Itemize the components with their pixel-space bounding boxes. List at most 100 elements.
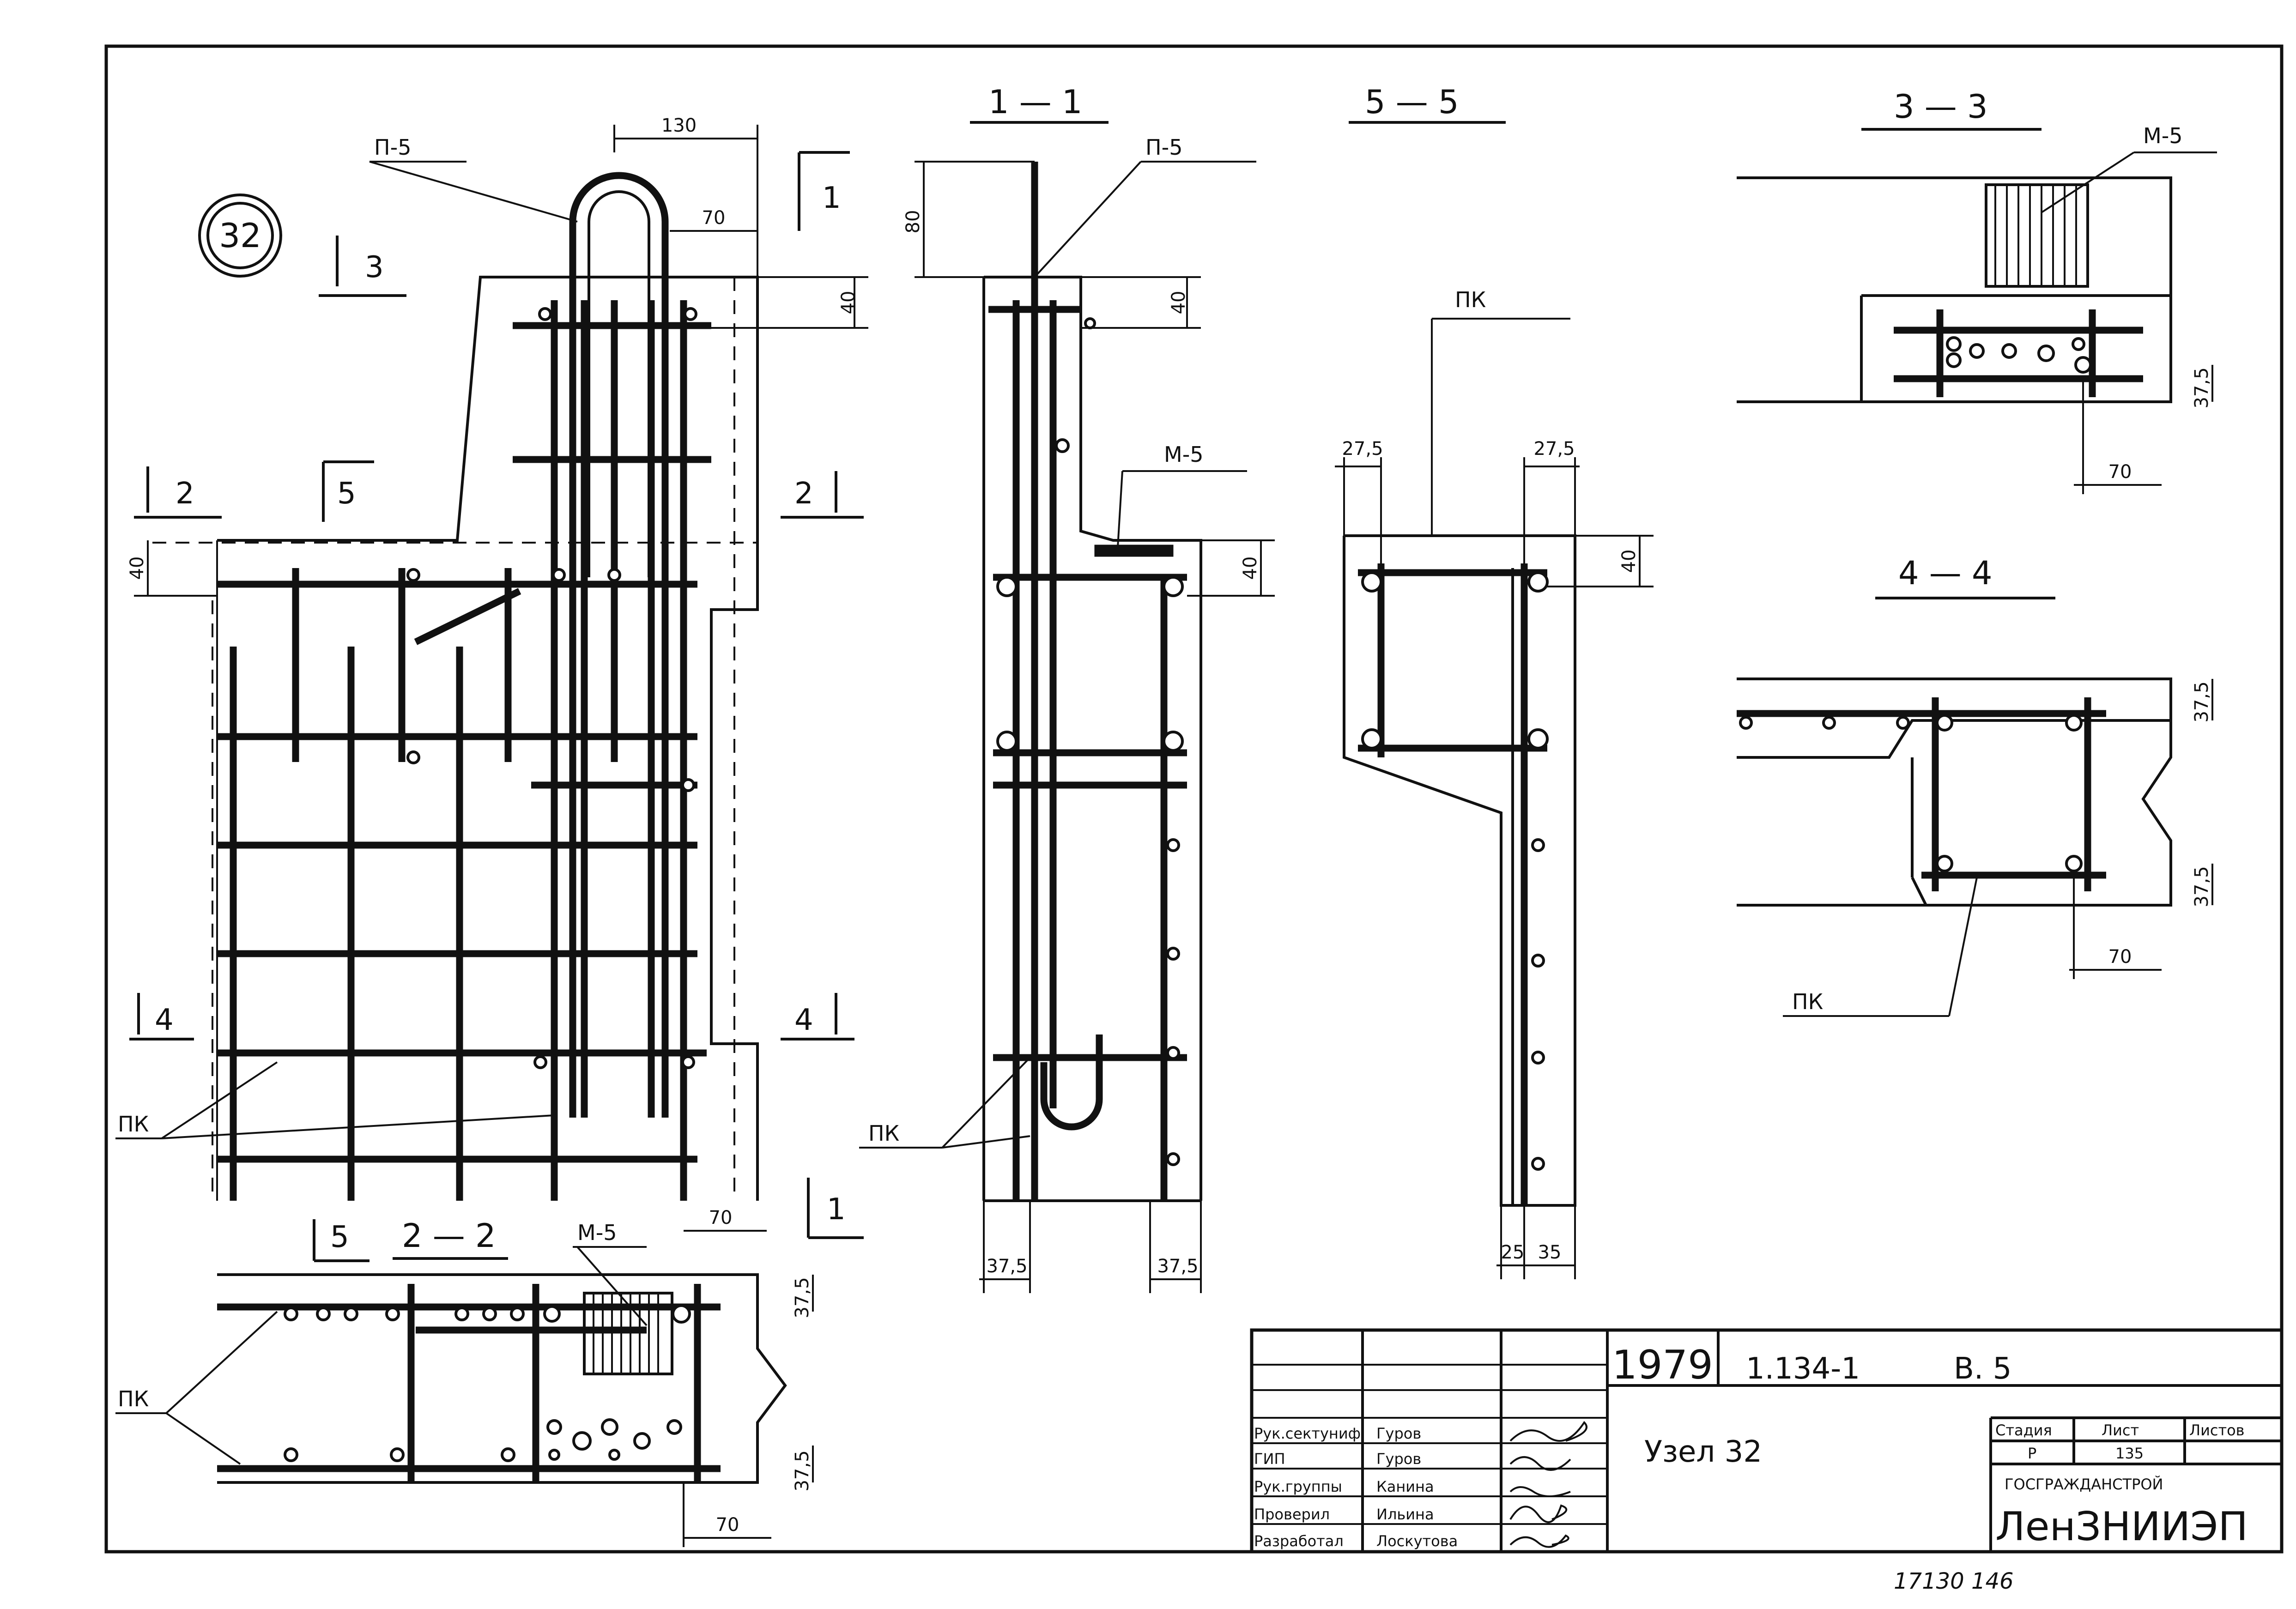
dim-37-5: 37,5 [2191, 681, 2212, 722]
leader-pk [161, 1114, 555, 1139]
s22-outline [217, 1273, 787, 1484]
rebar-dot [666, 1419, 682, 1435]
tb-role: Рук.группы [1254, 1478, 1342, 1495]
rebar-dot [552, 568, 566, 582]
m5-plate [583, 1292, 673, 1375]
rebar-dot [1896, 716, 1910, 730]
rebar-dot [681, 778, 695, 792]
diag-bar [414, 588, 521, 645]
rebar-dot [1936, 855, 1953, 872]
rebar-dot [385, 1307, 400, 1321]
dim-37-5: 37,5 [792, 1450, 813, 1491]
section-3-3: 3 — 3 М-5 37,5 70 [1737, 88, 2217, 494]
svg-text:1: 1 [822, 181, 841, 215]
dim-70: 70 [2108, 461, 2132, 483]
svg-text:5: 5 [330, 1220, 349, 1254]
leader-m5 [1117, 471, 1123, 548]
section-title-3-3: 3 — 3 [1894, 88, 1988, 126]
s33-outline [1737, 176, 2172, 403]
s11-outline [984, 276, 1202, 1201]
cut-1-bottom: 1 [807, 1178, 864, 1239]
rebar-dot [608, 1449, 620, 1461]
dim-40-top: 40 [838, 291, 859, 315]
rebar-dot [533, 1055, 547, 1069]
dim-27-5: 27,5 [1533, 438, 1575, 460]
leader-p5 [1034, 161, 1142, 278]
section-5-5: 5 — 5 ПК 27,5 27,5 40 [1335, 83, 1654, 1279]
dim-40-left: 40 [127, 556, 148, 580]
rebar-dot [1084, 317, 1096, 329]
rebar-dot [1166, 838, 1180, 852]
svg-text:3: 3 [365, 250, 384, 284]
svg-text:2: 2 [176, 477, 194, 511]
leader-pk [942, 1135, 1030, 1149]
rebar-dot [1946, 336, 1962, 352]
rebar-dot [406, 568, 420, 582]
mark-m5: М-5 [577, 1220, 617, 1245]
tb-stage-value: Р [2028, 1445, 2036, 1462]
rebar-dot [1936, 714, 1953, 732]
cut-3: 3 [319, 236, 406, 297]
dim-80: 80 [903, 210, 924, 234]
rebar-dot [601, 1418, 618, 1436]
svg-text:5: 5 [337, 477, 356, 511]
rebar-dot [316, 1307, 331, 1321]
s44-step-c [1911, 877, 1927, 906]
s44-outline [1737, 677, 2172, 907]
svg-text:1: 1 [827, 1192, 846, 1227]
rebar-dot [572, 1431, 592, 1451]
s11-hook [1040, 1034, 1103, 1131]
rebar-dot [1531, 838, 1545, 852]
cut-5-bottom: 5 [313, 1219, 370, 1262]
tb-issue: В. 5 [1954, 1352, 2011, 1386]
s33-m5 [1985, 183, 2089, 288]
rebar-dot [284, 1307, 298, 1321]
tb-sheets-label: Листов [2189, 1421, 2245, 1439]
title-block: 1979 1.134-1 В. 5 Узел 32 Стадия Лист Ли… [1250, 1328, 2284, 1554]
rebar-dot [482, 1307, 497, 1321]
section-title-1-1: 1 — 1 [988, 83, 1083, 121]
mark-p5: П-5 [374, 135, 411, 160]
svg-text:4: 4 [794, 1003, 813, 1037]
tb-role: Разработал [1254, 1532, 1344, 1550]
rebar-dot [2001, 343, 2017, 359]
tb-role: ГИП [1254, 1450, 1285, 1468]
rebar-dot [1822, 716, 1836, 730]
rebar-dot [633, 1432, 651, 1450]
section-title-4-4: 4 — 4 [1898, 554, 1993, 592]
tb-stage-label: Стадия [1995, 1421, 2052, 1439]
dim-40: 40 [1618, 550, 1640, 573]
svg-text:4: 4 [155, 1003, 174, 1037]
rebar-dot [1166, 947, 1180, 961]
rebar-dot [672, 1304, 691, 1324]
rebar-dot [1531, 1157, 1545, 1171]
leader-pk [165, 1412, 241, 1465]
leader-m5 [576, 1246, 648, 1326]
dim-35: 35 [1538, 1242, 1562, 1263]
rebar-dot [996, 576, 1018, 597]
tb-name: Лоскутова [1376, 1532, 1458, 1550]
leader-pk [161, 1061, 278, 1139]
dim-37-5: 37,5 [2191, 367, 2212, 408]
leader-p5 [369, 161, 578, 223]
mark-p5: П-5 [1145, 135, 1182, 160]
p5-loop [569, 172, 669, 1118]
node-badge-circle [198, 194, 282, 278]
rebar-dot [501, 1447, 515, 1462]
dim-25: 25 [1501, 1242, 1525, 1263]
section-title-5-5: 5 — 5 [1365, 83, 1459, 121]
rebar-dot [1055, 438, 1070, 453]
section-2-2: 5 2 — 2 М-5 [115, 1217, 814, 1547]
s33-m5-hatch [1994, 185, 2077, 286]
leader-pk [941, 1057, 1031, 1149]
rebar-dot [1166, 1046, 1180, 1060]
mark-pk: ПК [868, 1121, 899, 1146]
rebar-dot [1739, 716, 1753, 730]
main-elevation: 32 [115, 115, 868, 1239]
rebar-dot [1163, 576, 1184, 597]
section-4-4: 4 — 4 37,5 37,5 70 ПК [1737, 554, 2213, 1017]
rebar-dot [1361, 571, 1382, 593]
rebar-dot [390, 1447, 405, 1462]
p5-loop-inner [588, 190, 650, 577]
